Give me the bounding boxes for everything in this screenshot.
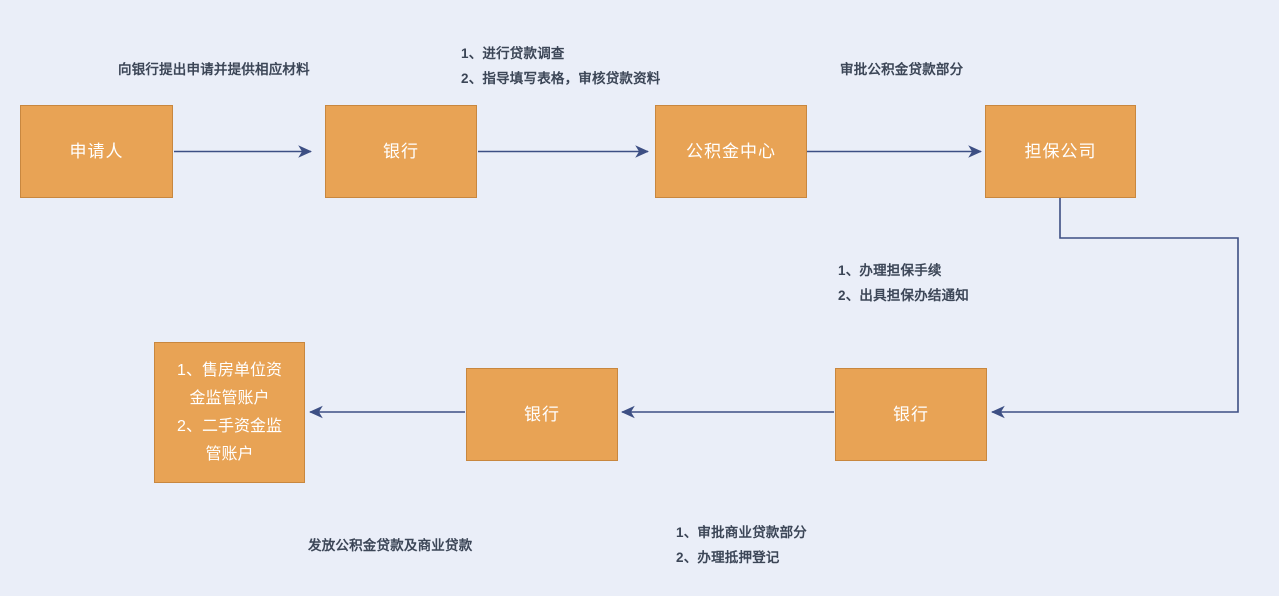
edge-label-loan-investigation: 1、进行贷款调查 2、指导填写表格，审核贷款资料	[461, 46, 661, 86]
node-applicant[interactable]: 申请人	[20, 105, 173, 198]
node-bank-top-label: 银行	[383, 141, 419, 161]
node-bank-bottom-middle-label: 银行	[524, 404, 560, 424]
edge-label-apply-to-bank: 向银行提出申请并提供相应材料	[118, 62, 310, 77]
node-escrow-accounts-label: 1、售房单位资 金监管账户 2、二手资金监 管账户	[177, 361, 282, 463]
node-bank-bottom-right-label: 银行	[893, 404, 929, 424]
node-bank-bottom-middle[interactable]: 银行	[466, 368, 618, 461]
edge-label-approve-fund-loan: 审批公积金贷款部分	[840, 62, 964, 77]
node-escrow-accounts[interactable]: 1、售房单位资 金监管账户 2、二手资金监 管账户	[154, 342, 305, 483]
node-bank-bottom-right[interactable]: 银行	[835, 368, 987, 461]
node-fund-center[interactable]: 公积金中心	[655, 105, 807, 198]
node-applicant-label: 申请人	[69, 141, 124, 161]
node-guarantee-company[interactable]: 担保公司	[985, 105, 1136, 198]
connector-guarantee-to-bank-right	[991, 198, 1239, 419]
node-fund-center-label: 公积金中心	[686, 141, 776, 161]
node-bank-top[interactable]: 银行	[325, 105, 477, 198]
edge-label-guarantee-procedures: 1、办理担保手续 2、出具担保办结通知	[838, 263, 970, 303]
edge-label-approve-commercial-loan: 1、审批商业贷款部分 2、办理抵押登记	[676, 525, 808, 565]
node-guarantee-company-label: 担保公司	[1024, 141, 1097, 161]
edge-label-disburse-loans: 发放公积金贷款及商业贷款	[308, 538, 473, 553]
